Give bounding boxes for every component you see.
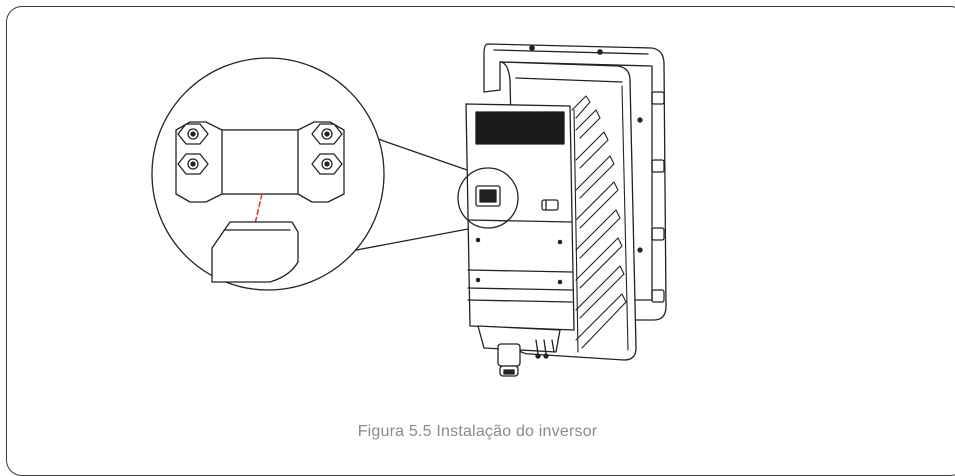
bracket-clip: [475, 185, 501, 207]
nut: [311, 153, 343, 175]
inverter-body: [465, 61, 637, 361]
nut: [311, 123, 343, 145]
figure-caption: Figura 5.5 Instalação do inversor: [357, 423, 598, 440]
vent-grille: [475, 111, 565, 145]
mounting-bracket: [483, 43, 667, 321]
nut: [177, 153, 209, 175]
highlight-circle: [457, 167, 519, 229]
zoom-detail: [151, 57, 385, 291]
bracket-bolts: [651, 91, 665, 303]
nut: [177, 123, 209, 145]
panel-latch: [541, 199, 559, 211]
inverter-installation-illustration: [151, 43, 667, 377]
heat-sink-fins: [571, 85, 629, 353]
bottom-connectors: [477, 325, 561, 377]
